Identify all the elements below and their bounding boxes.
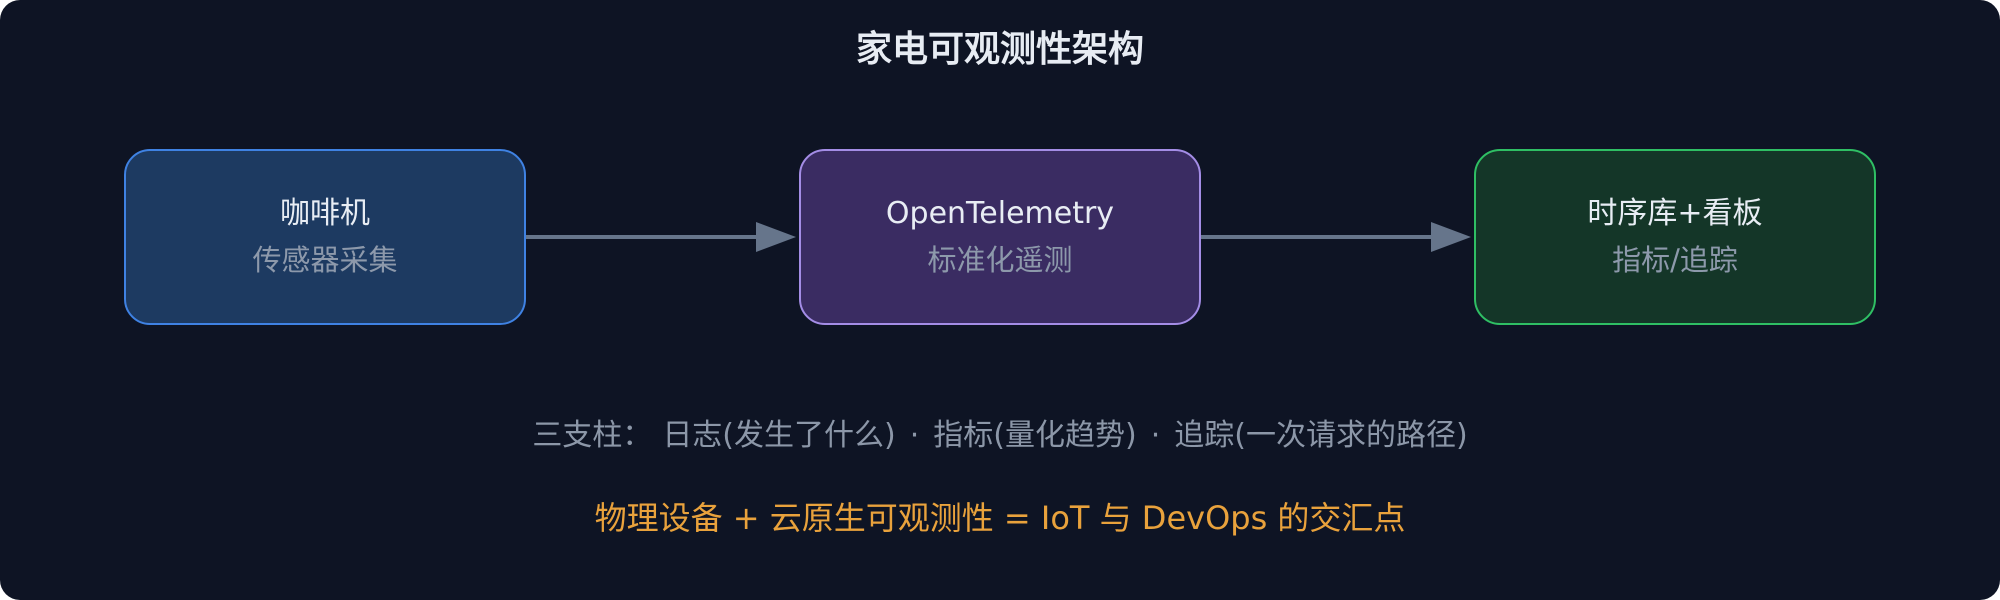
three-pillars-line: 三支柱： 日志(发生了什么) · 指标(量化趋势) · 追踪(一次请求的路径)	[0, 412, 2000, 460]
node-label: OpenTelemetry	[885, 196, 1115, 231]
pillar-metrics: 指标(量化趋势)	[933, 418, 1137, 453]
pillar-logs: 日志(发生了什么)	[662, 418, 896, 453]
diagram-title: 家电可观测性架构	[855, 29, 1144, 70]
tagline: 物理设备 + 云原生可观测性 = IoT 与 DevOps 的交汇点	[594, 499, 1406, 537]
node-sublabel: 标准化遥测	[927, 243, 1073, 277]
node-label: 时序库+看板	[1587, 196, 1763, 231]
node-coffee-machine: 咖啡机 传感器采集	[124, 149, 526, 325]
node-label: 咖啡机	[280, 196, 370, 231]
arrow-coffee-to-otel	[526, 222, 796, 252]
pillars-prefix: 三支柱：	[532, 418, 653, 453]
node-sublabel: 指标/追踪	[1612, 243, 1738, 277]
pillar-separator: ·	[1150, 418, 1161, 453]
pillar-traces: 追踪(一次请求的路径)	[1174, 418, 1468, 453]
node-tsdb-dashboard: 时序库+看板 指标/追踪	[1474, 149, 1876, 325]
node-opentelemetry: OpenTelemetry 标准化遥测	[799, 149, 1201, 325]
node-sublabel: 传感器采集	[252, 243, 398, 277]
arrow-otel-to-tsdb	[1201, 222, 1471, 252]
pillar-separator: ·	[909, 418, 920, 453]
